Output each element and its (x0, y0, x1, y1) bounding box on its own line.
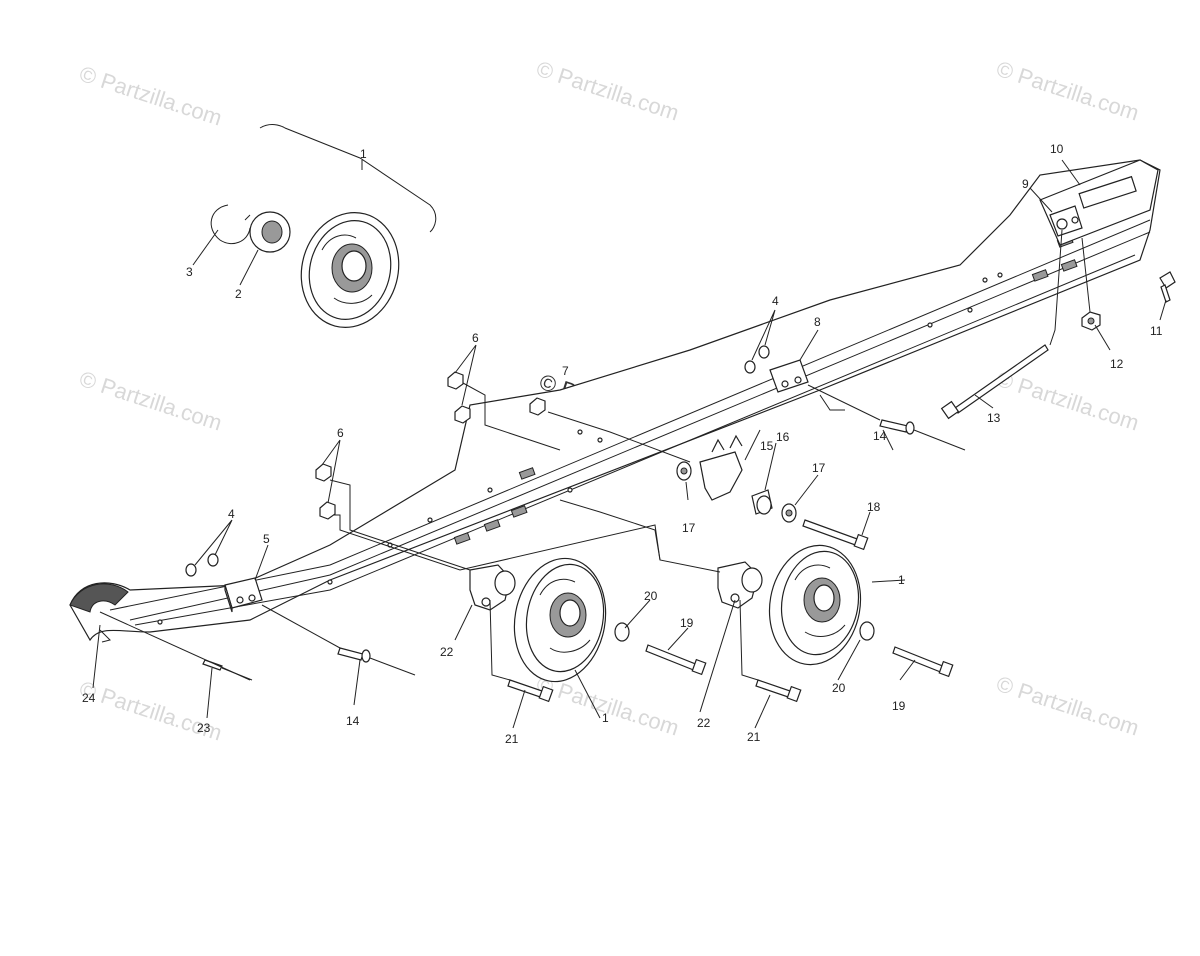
spacer-16 (751, 489, 773, 515)
callout-2: 2 (235, 287, 242, 301)
callout-21: 21 (505, 732, 519, 746)
callout-6: 6 (472, 331, 479, 345)
callout-17: 17 (812, 461, 826, 475)
callout-7: 7 (562, 364, 569, 378)
callout-1: 1 (602, 711, 609, 725)
washers-4 (185, 345, 770, 577)
slide-rail (69, 159, 1161, 643)
wheel-bracket-left (469, 564, 516, 611)
callout-20: 20 (832, 681, 846, 695)
callout-19: 19 (680, 616, 694, 630)
callout-19: 19 (892, 699, 906, 713)
pivot-block-9 (1049, 205, 1083, 237)
callout-22: 22 (440, 645, 454, 659)
callout-22: 22 (697, 716, 711, 730)
idler-wheel-left (513, 557, 607, 683)
callout-15: 15 (760, 439, 774, 453)
callout-4: 4 (772, 294, 779, 308)
callout-20: 20 (644, 589, 658, 603)
callout-8: 8 (814, 315, 821, 329)
callout-11: 11 (1150, 324, 1163, 338)
pins (202, 419, 966, 681)
bolts (507, 271, 1176, 703)
watermark: © Partzilla.com (533, 56, 682, 126)
idler-wheel-right (768, 544, 862, 666)
callout-14: 14 (346, 714, 360, 728)
callout-6: 6 (337, 426, 344, 440)
washer-20 (859, 621, 875, 641)
callout-labels: 1 2 3 4 4 5 6 6 7 8 9 10 11 12 13 14 14 … (82, 142, 1163, 746)
callout-21: 21 (747, 730, 761, 744)
callout-1: 1 (898, 573, 905, 587)
watermark: © Partzilla.com (993, 366, 1142, 436)
watermark: © Partzilla.com (993, 671, 1142, 741)
bolt-19 (645, 644, 699, 672)
callout-9: 9 (1022, 177, 1029, 191)
bolt-21 (755, 679, 794, 699)
callout-16: 16 (776, 430, 790, 444)
snap-ring (210, 204, 251, 244)
callout-12: 12 (1110, 357, 1124, 371)
callout-23: 23 (197, 721, 211, 735)
bolt-18 (802, 519, 861, 547)
callout-24: 24 (82, 691, 96, 705)
watermark: © Partzilla.com (76, 366, 225, 436)
callout-3: 3 (186, 265, 193, 279)
nuts (315, 371, 546, 520)
watermark: © Partzilla.com (993, 56, 1142, 126)
callout-17: 17 (682, 521, 696, 535)
callout-14: 14 (873, 429, 887, 443)
idler-wheel-assembly-top (210, 124, 437, 328)
callout-13: 13 (987, 411, 1001, 425)
callout-1: 1 (360, 147, 367, 161)
callout-18: 18 (867, 500, 881, 514)
callout-4: 4 (228, 507, 235, 521)
bolt-19 (892, 646, 946, 674)
bolt-11 (1159, 271, 1176, 289)
wheel-bracket-right (717, 561, 763, 609)
bumper-block-5 (224, 577, 263, 613)
callout-5: 5 (263, 532, 270, 546)
watermark: © Partzilla.com (76, 61, 225, 131)
watermark: © Partzilla.com (76, 676, 225, 746)
axle-bracket-15 (699, 434, 743, 501)
bumper-block-8 (769, 359, 809, 393)
leader-lines (92, 159, 1167, 729)
callout-10: 10 (1050, 142, 1064, 156)
